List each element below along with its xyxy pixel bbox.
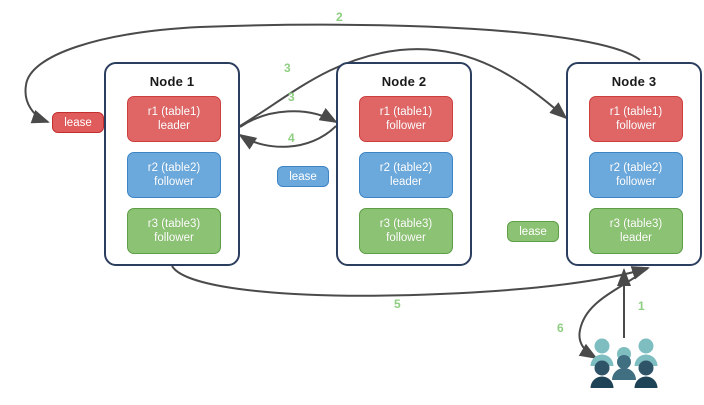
edge-label-4: 4 [288,131,295,145]
replica-r3[interactable]: r3 (table3) leader [589,208,683,254]
replica-r1[interactable]: r1 (table1) follower [589,96,683,142]
replica-r2[interactable]: r2 (table2) leader [359,152,453,198]
lease-badge-blue[interactable]: lease [277,166,329,187]
lease-label: lease [519,225,547,238]
replica-role: follower [154,232,194,244]
lease-label: lease [64,116,92,129]
replica-r1[interactable]: r1 (table1) leader [127,96,221,142]
replica-role: follower [154,176,194,188]
node-title: Node 1 [149,74,195,89]
edge-3-short-path [239,107,338,128]
replica-name: r3 (table3) [379,218,433,230]
replica-name: r3 (table3) [609,218,663,230]
replica-role: follower [616,120,656,132]
replica-r2[interactable]: r2 (table2) follower [589,152,683,198]
replica-role: leader [620,232,652,244]
edge-label-6: 6 [557,321,564,335]
edge-5-path [171,265,650,297]
lease-label: lease [289,170,317,183]
lease-badge-green[interactable]: lease [507,221,559,242]
replica-role: follower [386,232,426,244]
replica-role: leader [158,120,190,132]
replica-name: r3 (table3) [147,218,201,230]
replica-r3[interactable]: r3 (table3) follower [127,208,221,254]
lease-badge-red[interactable]: lease [52,112,104,133]
replica-role: leader [390,176,422,188]
replica-name: r1 (table1) [379,106,433,118]
edge-label-1: 1 [638,299,645,313]
node-container-3[interactable]: Node 3 r1 (table1) follower r2 (table2) … [566,62,702,266]
edge-label-3-short: 3 [288,90,295,104]
replica-r3[interactable]: r3 (table3) follower [359,208,453,254]
edge-label-5: 5 [394,297,401,311]
replica-role: follower [616,176,656,188]
replica-name: r2 (table2) [609,162,663,174]
users-icon [590,338,658,388]
replica-r1[interactable]: r1 (table1) follower [359,96,453,142]
node-container-2[interactable]: Node 2 r1 (table1) follower r2 (table2) … [336,62,472,266]
replica-name: r1 (table1) [609,106,663,118]
node-title: Node 3 [611,74,657,89]
replica-r2[interactable]: r2 (table2) follower [127,152,221,198]
node-title: Node 2 [381,74,427,89]
replica-name: r1 (table1) [147,106,201,118]
edge-label-2: 2 [336,10,343,24]
edge-label-3-long: 3 [284,61,291,75]
replica-name: r2 (table2) [379,162,433,174]
replica-role: follower [386,120,426,132]
node-container-1[interactable]: Node 1 r1 (table1) leader r2 (table2) fo… [104,62,240,266]
replica-name: r2 (table2) [147,162,201,174]
